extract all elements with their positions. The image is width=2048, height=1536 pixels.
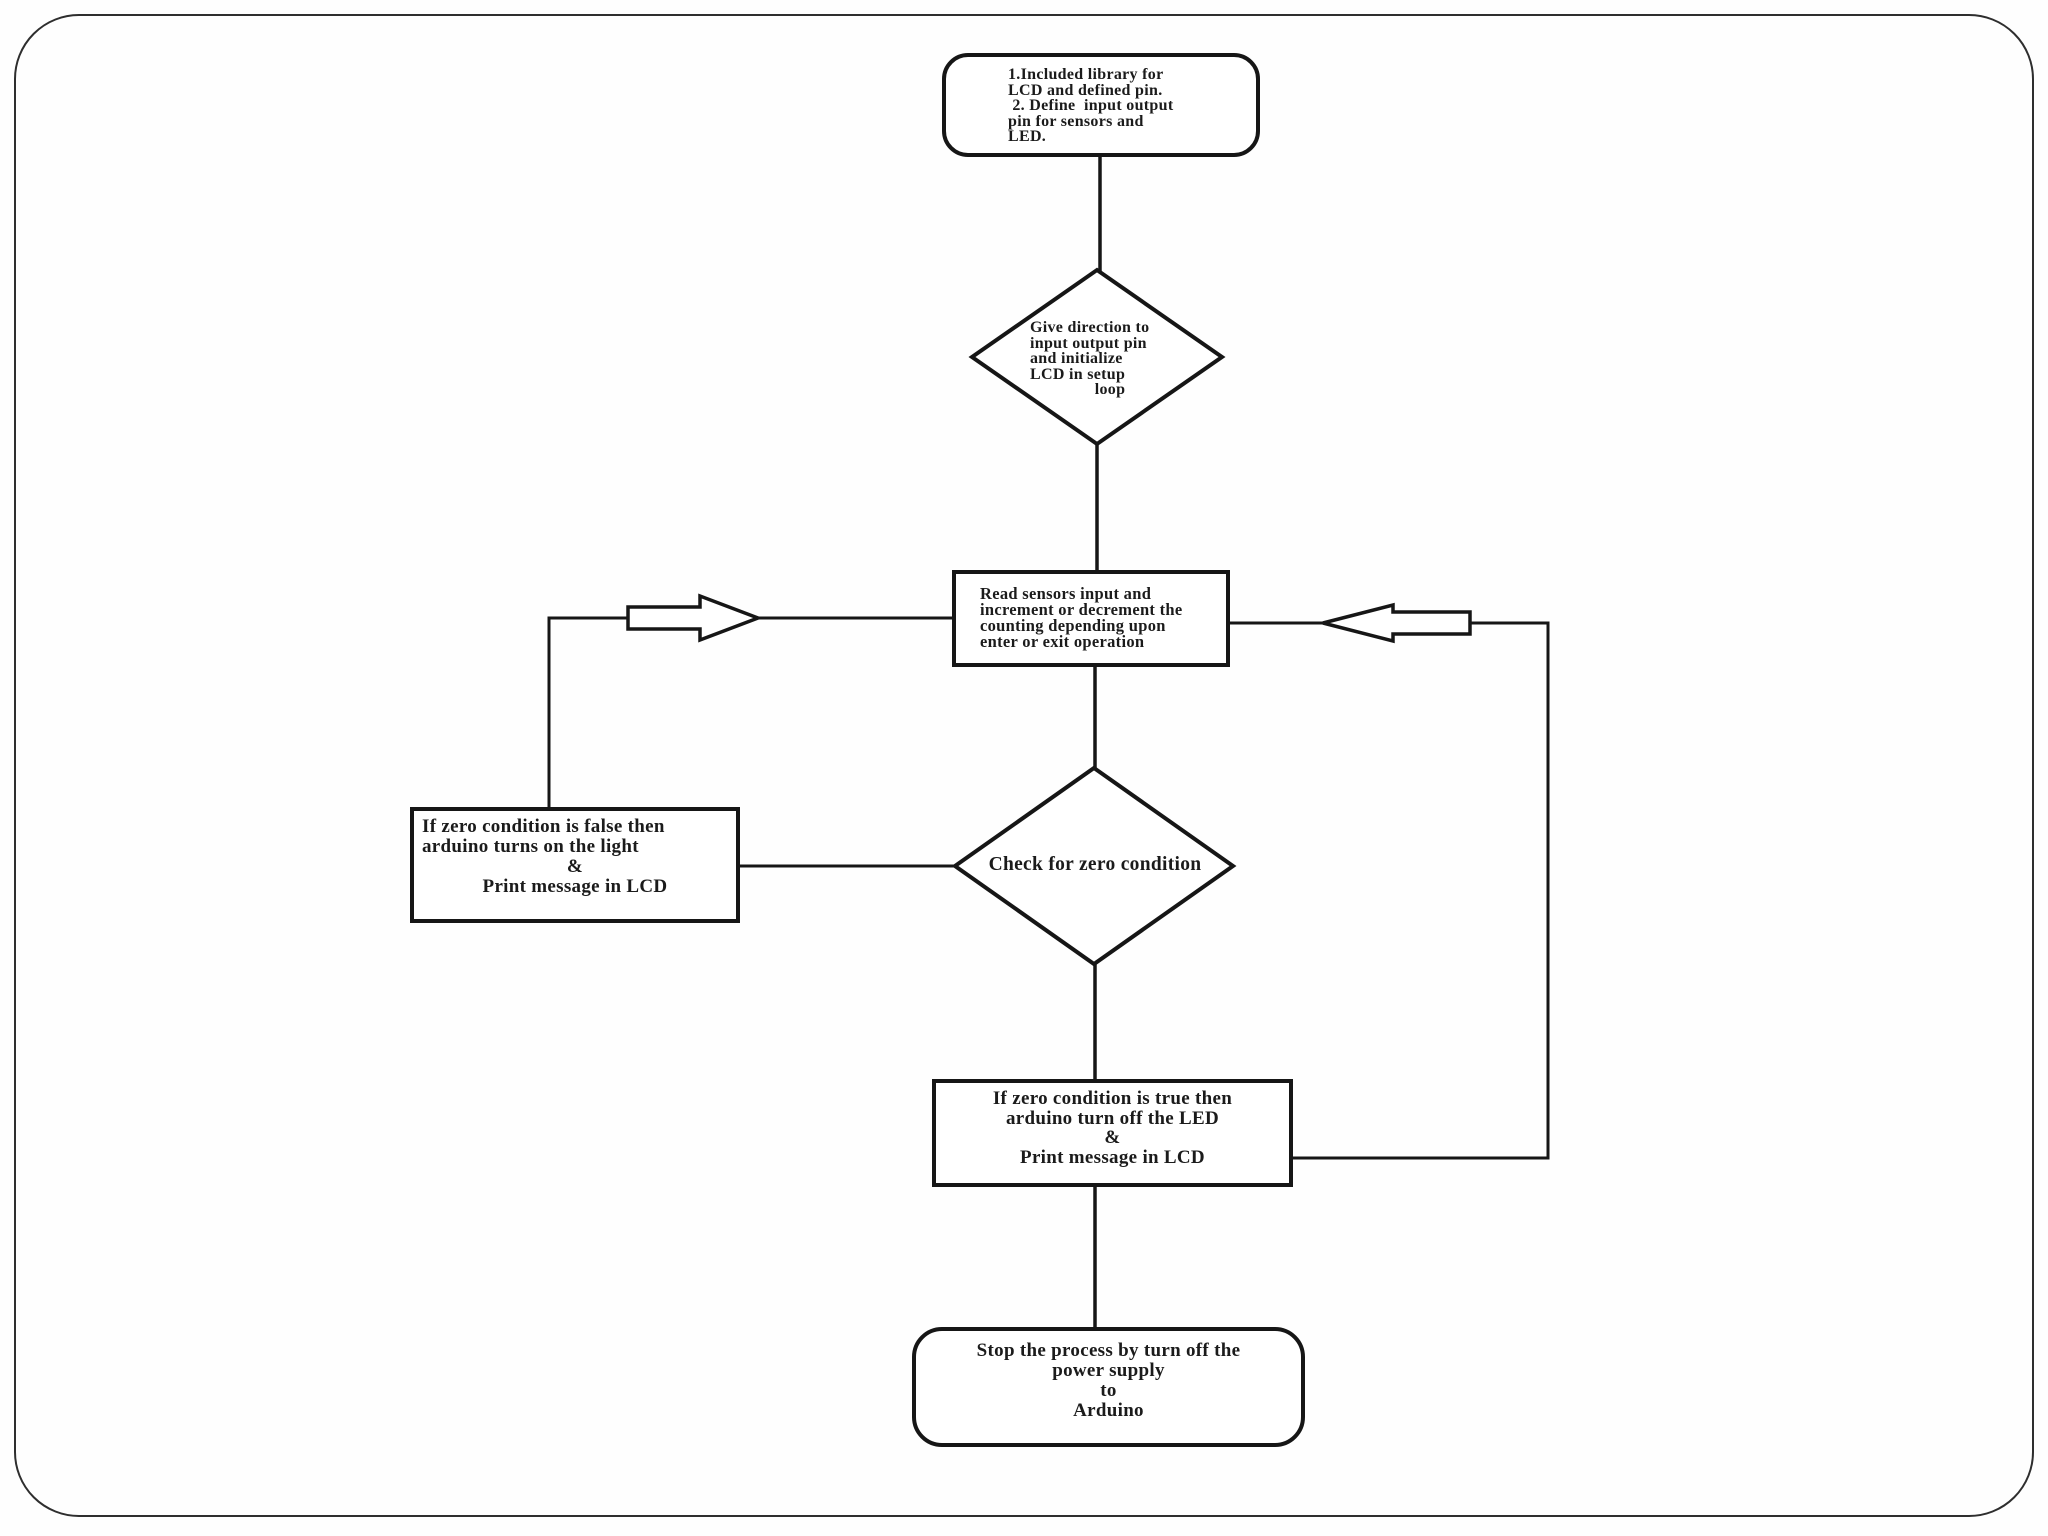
read-sensors-process-node: Read sensors input and increment or decr… [952, 570, 1230, 667]
loop-arrow-left-icon [1322, 602, 1472, 644]
true-branch-text: If zero condition is true then [992, 1088, 1233, 1109]
setup-decision-text: Give direction to [1030, 319, 1150, 336]
start-node-text: 2. Define input output [1008, 97, 1174, 114]
true-branch-text: arduino turn off the LED [1005, 1107, 1220, 1129]
start-node: 1.Included library for LCD and defined p… [942, 53, 1260, 157]
stop-node-text: Stop the process by turn off the [976, 1340, 1241, 1361]
read-sensors-text: Read sensors input and [980, 584, 1152, 603]
loop-arrow-right-icon [626, 593, 763, 643]
setup-decision-text: and initialize [1030, 350, 1123, 367]
zero-condition-text: Check for zero condition [988, 854, 1202, 875]
start-node-text: 1.Included library for [1008, 66, 1164, 83]
connector-false-loop [547, 616, 952, 807]
setup-decision-shape [968, 267, 1226, 447]
zero-condition-decision-shape [951, 765, 1237, 967]
setup-decision-text: LCD in setup [1030, 365, 1126, 383]
true-branch-process-node: If zero condition is true then arduino t… [932, 1079, 1293, 1187]
setup-decision: Give direction to input output pin and i… [1030, 320, 1190, 398]
connector-true-loop [1230, 621, 1550, 1160]
setup-decision-text: input output pin [1030, 334, 1147, 352]
true-branch-text: Print message in LCD [1020, 1146, 1205, 1168]
stop-node: Stop the process by turn off the power s… [912, 1327, 1305, 1447]
false-branch-text: arduino turns on the light [422, 836, 639, 857]
read-sensors-text: counting depending upon [980, 616, 1166, 635]
zero-condition-decision: Check for zero condition [956, 854, 1234, 876]
read-sensors-text: enter or exit operation [980, 632, 1145, 651]
read-sensors-text: increment or decrement the [980, 600, 1183, 619]
stop-node-text: power supply [1052, 1360, 1165, 1381]
stop-node-text: Arduino [1073, 1400, 1144, 1421]
start-node-text: LED. [1008, 128, 1047, 145]
false-branch-text: & [566, 856, 584, 877]
start-node-text: pin for sensors and [1008, 112, 1144, 130]
false-branch-text: If zero condition is false then [422, 816, 665, 837]
false-branch-process-node: If zero condition is false then arduino … [410, 807, 740, 923]
setup-decision-text: loop [1094, 381, 1126, 398]
true-branch-text: & [1104, 1127, 1121, 1148]
start-node-text: LCD and defined pin. [1008, 81, 1163, 99]
false-branch-text: Print message in LCD [482, 876, 668, 897]
stop-node-text: to [1100, 1380, 1117, 1401]
